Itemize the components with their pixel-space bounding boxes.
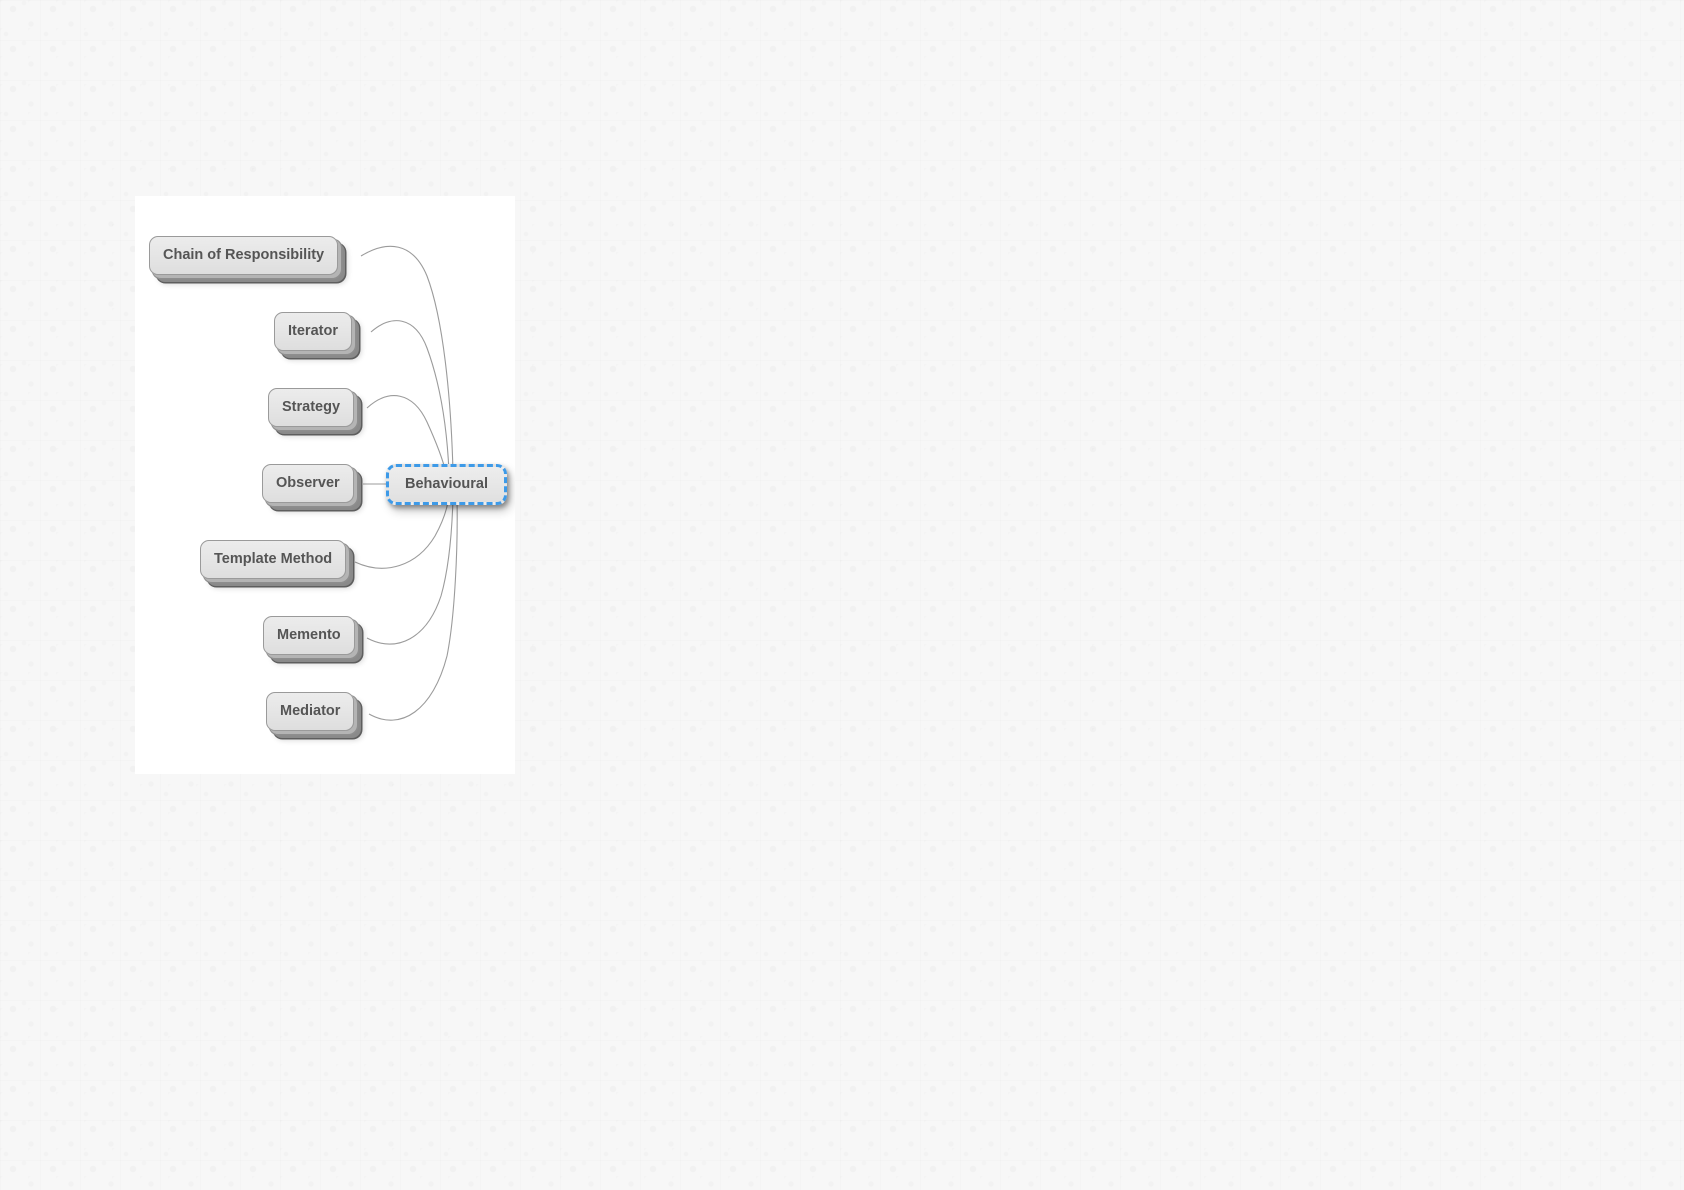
node-label: Strategy: [282, 399, 341, 415]
mindmap-node-behavioural-selected[interactable]: Behavioural: [386, 464, 507, 505]
connector-memento: [366, 497, 454, 645]
connector-iterator: [370, 320, 450, 473]
node-label: Observer: [276, 475, 340, 491]
node-label: Behavioural: [405, 476, 488, 492]
connector-mediator: [368, 498, 458, 721]
mindmap-canvas[interactable]: Chain of Responsibility Iterator Strateg…: [135, 196, 515, 774]
node-label: Iterator: [288, 323, 338, 339]
mindmap-node-chain-of-responsibility[interactable]: Chain of Responsibility: [149, 236, 339, 275]
connector-strategy: [366, 395, 447, 474]
node-label: Memento: [277, 627, 341, 643]
node-label: Template Method: [214, 551, 333, 567]
mindmap-node-template-method[interactable]: Template Method: [200, 540, 347, 579]
mindmap-node-iterator[interactable]: Iterator: [274, 312, 352, 351]
node-label: Chain of Responsibility: [163, 247, 325, 263]
mindmap-node-strategy[interactable]: Strategy: [268, 388, 355, 427]
node-label: Mediator: [280, 703, 341, 719]
mindmap-node-observer[interactable]: Observer: [262, 464, 354, 503]
connector-template-method: [354, 495, 450, 569]
mindmap-node-memento[interactable]: Memento: [263, 616, 355, 655]
mindmap-node-mediator[interactable]: Mediator: [266, 692, 355, 731]
connector-chain-of-responsibility: [360, 245, 454, 473]
